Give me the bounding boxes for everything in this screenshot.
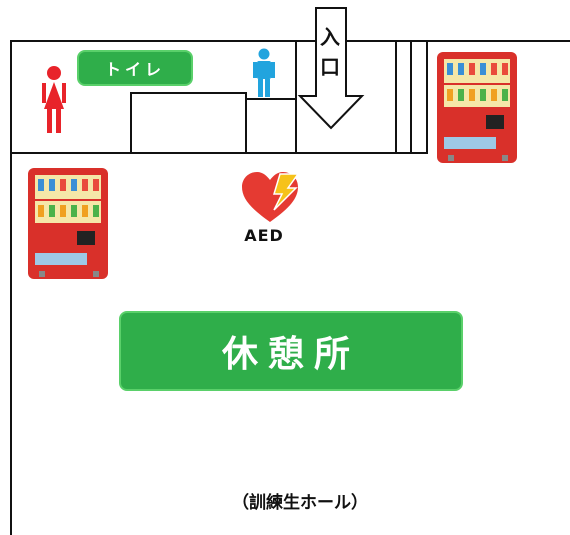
male-restroom-icon (253, 48, 275, 97)
entrance-label: 入 口 (318, 22, 342, 82)
wall-top (10, 40, 318, 42)
hall-label: （訓練生ホール） (232, 493, 368, 513)
aed-label: AED (244, 226, 284, 245)
wall-upper-boundary (10, 152, 428, 154)
stall-wall-2 (245, 92, 247, 152)
toilet-label: トイレ (104, 60, 165, 79)
stall-top-1 (130, 92, 246, 94)
toilet-sign: トイレ (77, 50, 193, 86)
entrance-door-frame-outer (426, 40, 428, 154)
entrance-label-line1: 入 (320, 25, 340, 49)
aed-heart-icon (242, 172, 300, 222)
stall-wall-1 (130, 92, 132, 152)
wall-top-right (345, 40, 570, 42)
rest-area-label: 休憩所 (221, 334, 360, 375)
entrance-label-line2: 口 (320, 55, 340, 79)
wall-left (10, 40, 12, 535)
entrance-door-frame-left (395, 40, 397, 152)
rest-area-sign: 休憩所 (119, 311, 463, 391)
vending-machine-icon-top-right (437, 52, 517, 163)
entrance-door-frame-right (410, 40, 412, 152)
stall-wall-3 (295, 40, 297, 152)
entrance-arrow-icon (297, 7, 365, 130)
female-restroom-icon (42, 66, 66, 133)
stall-top-2 (245, 98, 295, 100)
vending-machine-icon-left (28, 168, 108, 279)
